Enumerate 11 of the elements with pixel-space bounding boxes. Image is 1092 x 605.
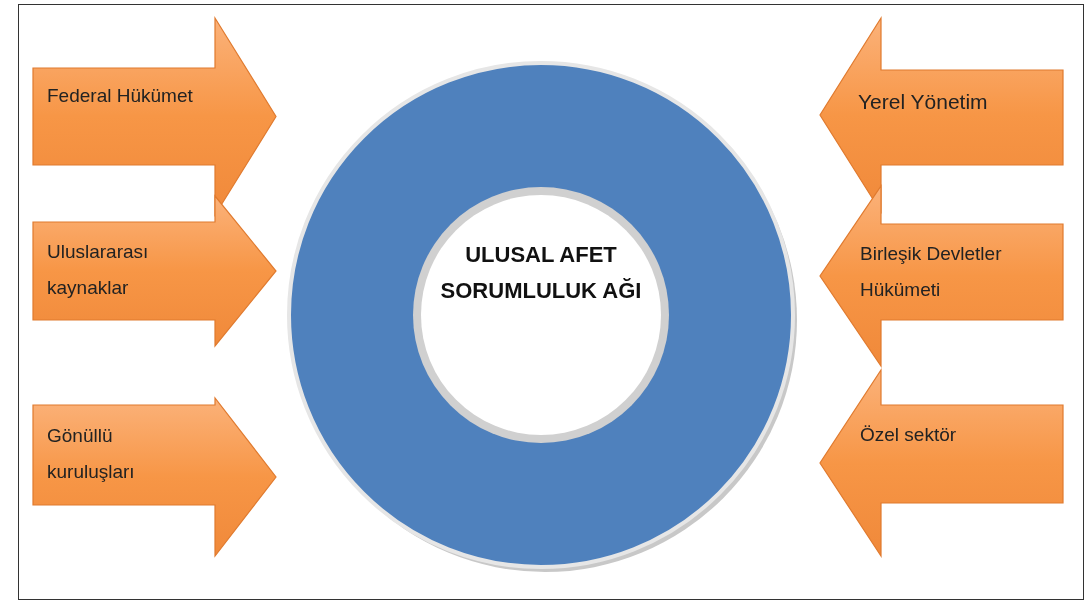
- box-label: Yerel Yönetim: [858, 89, 989, 115]
- pointer-box: [33, 196, 276, 346]
- pointer-box: [33, 398, 276, 556]
- box-label: Gönüllü kuruluşları: [47, 424, 136, 484]
- box-label: Federal Hükümet: [47, 84, 194, 108]
- box-label: Uluslararası kaynaklar: [47, 240, 150, 300]
- center-title: ULUSAL AFET SORUMLULUK AĞI: [439, 241, 643, 305]
- pointer-box: [820, 370, 1063, 556]
- box-label: Özel sektör: [860, 423, 958, 447]
- box-label: Birleşik Devletler Hükümeti: [860, 242, 1003, 302]
- pointer-box: [820, 186, 1063, 366]
